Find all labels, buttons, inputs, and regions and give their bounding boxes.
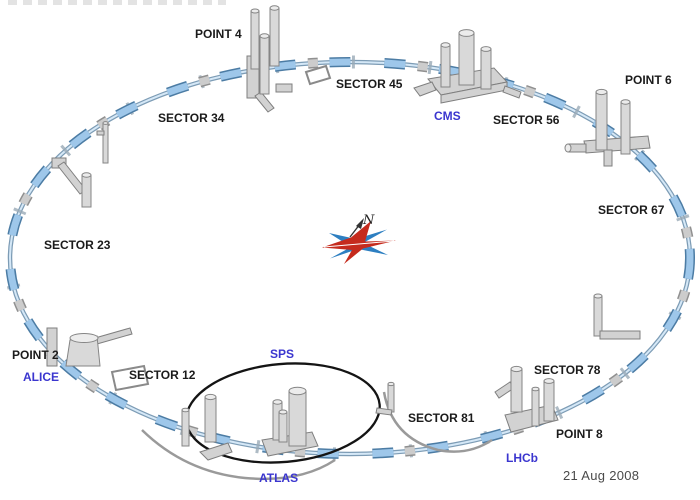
label-point-4: POINT 4	[195, 27, 242, 41]
atlas-buildings	[181, 386, 319, 461]
compass-axis-highlight	[323, 240, 395, 248]
label-atlas: ATLAS	[259, 471, 299, 485]
support-frame-sector12	[110, 364, 150, 392]
sector67-mast	[593, 293, 641, 340]
label-alice: ALICE	[23, 370, 59, 384]
label-point-6: POINT 6	[625, 73, 672, 87]
label-lhcb: LHCb	[506, 451, 538, 465]
label-sector-34: SECTOR 34	[158, 111, 225, 125]
label-sector-56: SECTOR 56	[493, 113, 560, 127]
label-point-8: POINT 8	[556, 427, 603, 441]
point8-buildings	[494, 365, 559, 433]
support-frame-point4	[304, 64, 332, 86]
label-point-2: POINT 2	[12, 348, 59, 362]
cms-buildings	[413, 29, 522, 104]
date-stamp: 21 Aug 2008	[563, 468, 640, 483]
ring-magnets	[6, 58, 694, 458]
point4-buildings	[246, 5, 293, 113]
label-sector-23: SECTOR 23	[44, 238, 111, 252]
label-sector-81: SECTOR 81	[408, 411, 475, 425]
label-sector-67: SECTOR 67	[598, 203, 665, 217]
clipped-title-remnant	[8, 0, 226, 5]
label-sector-45: SECTOR 45	[336, 77, 403, 91]
point2-buildings	[46, 327, 133, 367]
label-cms: CMS	[434, 109, 461, 123]
label-sector-12: SECTOR 12	[129, 368, 196, 382]
label-sector-78: SECTOR 78	[534, 363, 601, 377]
point6-buildings	[564, 88, 651, 167]
sector81-mast	[375, 381, 395, 416]
compass-north-arrow-head	[356, 218, 364, 229]
compass-red-points	[322, 221, 396, 264]
compass-north-label: N	[362, 213, 375, 228]
transfer-line-ti2	[141, 429, 336, 481]
compass-rose: N	[322, 213, 396, 264]
lhc-ring	[3, 55, 697, 461]
label-sps: SPS	[270, 347, 295, 361]
sector34-masts	[51, 121, 109, 208]
